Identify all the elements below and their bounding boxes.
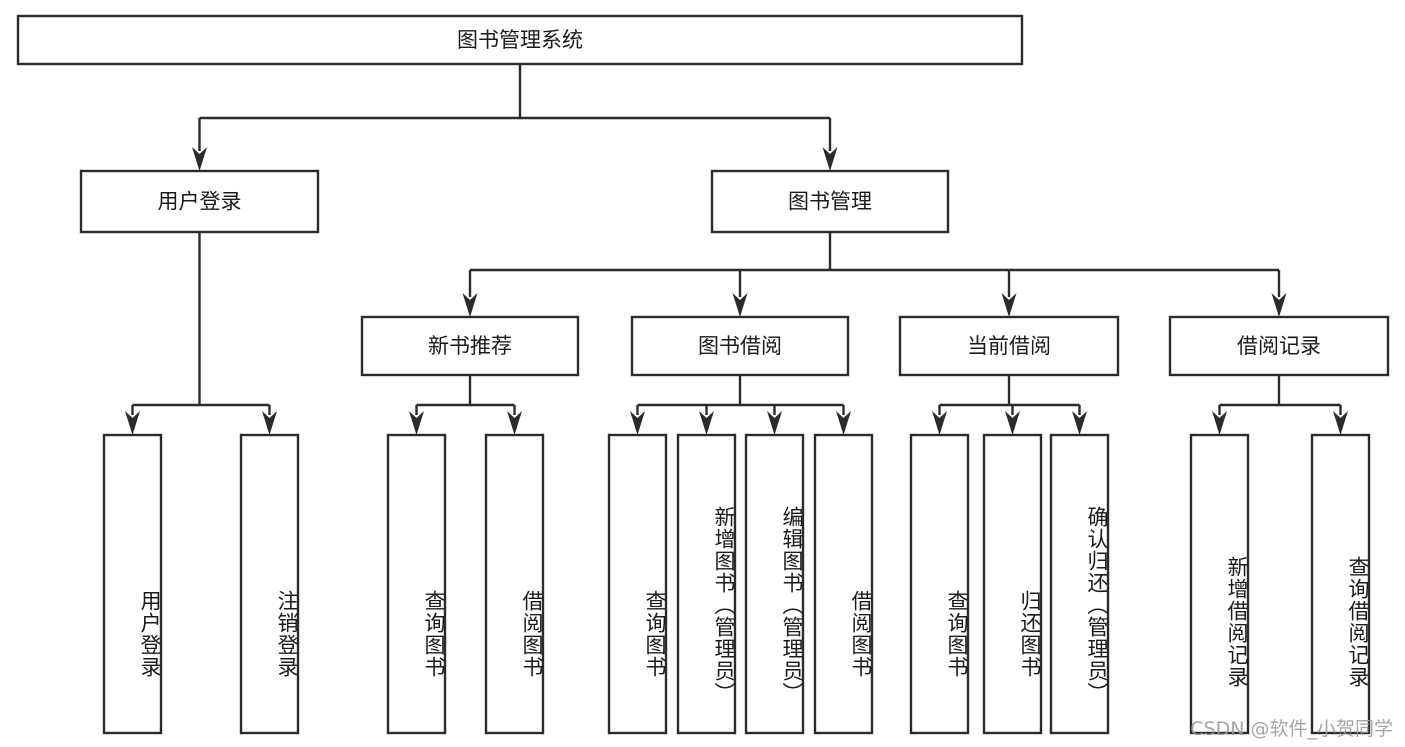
node-root[interactable]: 图书管理系统 [16,14,1024,66]
node-leaf-0[interactable] [102,433,163,735]
login-to-leaves-arrow-1-head [262,411,277,435]
node-leaf-4[interactable] [607,433,668,735]
l3-1-to-leaves-arrow-1-head [699,411,714,435]
node-rect[interactable] [710,169,950,234]
l3-2-to-leaves-arrow-1-head [1005,411,1020,435]
node-rect[interactable] [360,315,580,377]
bookmgmt-to-level3-arrow-1-head [732,293,748,317]
node-label: 新书推荐 [428,334,512,358]
node-label: 借阅记录 [1237,334,1321,358]
root-to-level2-arrow-1-head [822,147,838,171]
node-leaf-2[interactable] [386,433,447,735]
node-rect[interactable] [484,433,545,735]
node-rect[interactable] [1189,433,1250,735]
node-level2-1[interactable]: 图书管理 [710,169,950,234]
node-leaf-10[interactable] [1049,433,1110,735]
node-rect[interactable] [676,433,737,735]
node-level3-3[interactable]: 借阅记录 [1168,315,1390,377]
node-rect[interactable] [1049,433,1110,735]
node-rect[interactable] [16,14,1024,66]
node-rect[interactable] [982,433,1043,735]
node-level3-1[interactable]: 图书借阅 [630,315,850,377]
node-leaf-6[interactable] [744,433,805,735]
l3-2-to-leaves-arrow-2-head [1072,411,1087,435]
l3-1-to-leaves-arrow-0-head [630,411,645,435]
l3-1-to-leaves-arrow-2-head [767,411,782,435]
node-rect[interactable] [1168,315,1390,377]
node-rect[interactable] [630,315,850,377]
node-label: 图书管理 [788,190,872,214]
node-rect[interactable] [79,169,320,234]
l3-1-to-leaves-arrow-3-head [836,411,851,435]
bookmgmt-to-level3-arrow-3-head [1271,293,1287,317]
l3-0-to-leaves-arrow-1-head [507,411,522,435]
node-level2-0[interactable]: 用户登录 [79,169,320,234]
node-rect[interactable] [1310,433,1371,735]
node-leaf-11[interactable] [1189,433,1250,735]
node-level3-0[interactable]: 新书推荐 [360,315,580,377]
node-rect[interactable] [744,433,805,735]
node-label: 当前借阅 [967,334,1051,358]
connector-layer [125,64,1348,435]
bookmgmt-to-level3-arrow-0-head [462,293,478,317]
node-level3-2[interactable]: 当前借阅 [898,315,1120,377]
node-label: 用户登录 [158,190,242,214]
node-leaf-5[interactable] [676,433,737,735]
node-leaf-9[interactable] [982,433,1043,735]
node-leaf-3[interactable] [484,433,545,735]
node-leaf-12[interactable] [1310,433,1371,735]
node-label: 图书管理系统 [457,28,583,52]
bookmgmt-to-level3-arrow-2-head [1001,293,1017,317]
l3-3-to-leaves-arrow-0-head [1212,411,1227,435]
l3-2-to-leaves-arrow-0-head [932,411,947,435]
node-rect[interactable] [909,433,970,735]
node-leaf-8[interactable] [909,433,970,735]
node-rect[interactable] [386,433,447,735]
l3-0-to-leaves-arrow-0-head [409,411,424,435]
l3-3-to-leaves-arrow-1-head [1333,411,1348,435]
node-label: 图书借阅 [698,334,782,358]
root-to-level2-arrow-0-head [192,147,207,171]
node-rect[interactable] [898,315,1120,377]
node-leaf-1[interactable] [239,433,300,735]
node-rect[interactable] [607,433,668,735]
node-rect[interactable] [102,433,163,735]
login-to-leaves-arrow-0-head [125,411,140,435]
node-rect[interactable] [813,433,874,735]
node-leaf-7[interactable] [813,433,874,735]
node-rect[interactable] [239,433,300,735]
